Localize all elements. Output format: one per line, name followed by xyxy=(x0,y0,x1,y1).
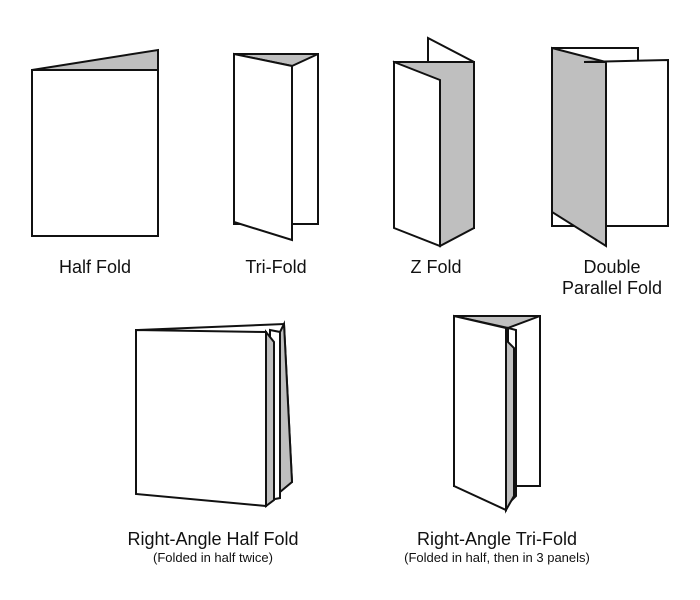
right-angle-tri-front-panel xyxy=(453,314,507,512)
right-angle-half-fold-label: Right-Angle Half Fold xyxy=(127,529,299,549)
right-angle-tri-fold-label: Right-Angle Tri-Fold xyxy=(416,529,578,549)
half-fold-front-panel xyxy=(31,69,159,237)
right-angle-tri-fold-sublabel: (Folded in half, then in 3 panels) xyxy=(404,550,590,565)
right-angle-half-fold-label-group: Right-Angle Half Fold (Folded in half tw… xyxy=(127,528,298,566)
right-angle-tri-shade xyxy=(505,337,515,514)
double-parallel-shaded-panel xyxy=(551,46,607,248)
right-angle-half-front-panel xyxy=(135,328,267,508)
right-angle-tri-fold-illustration xyxy=(453,314,541,514)
tri-fold-middle-panel xyxy=(233,52,293,242)
z-fold-front-panel xyxy=(393,60,441,248)
right-angle-half-fold-illustration xyxy=(135,320,294,508)
tri-fold-illustration xyxy=(233,52,319,242)
double-parallel-fold-label: Double Parallel Fold xyxy=(562,257,662,299)
double-parallel-fold-illustration xyxy=(551,46,669,248)
half-fold-illustration xyxy=(31,48,159,237)
half-fold-label: Half Fold xyxy=(58,257,132,277)
double-parallel-fold-label-line1: Double xyxy=(583,257,641,277)
right-angle-tri-fold-label-group: Right-Angle Tri-Fold (Folded in half, th… xyxy=(404,528,590,566)
z-fold-illustration xyxy=(392,36,475,248)
z-fold-label: Z Fold xyxy=(410,257,462,277)
right-angle-half-fold-sublabel: (Folded in half twice) xyxy=(153,550,273,565)
tri-fold-label: Tri-Fold xyxy=(245,257,307,277)
double-parallel-fold-label-line2: Parallel Fold xyxy=(561,278,663,298)
right-angle-half-shade-2 xyxy=(265,329,275,508)
right-angle-half-shade-1 xyxy=(279,320,294,495)
